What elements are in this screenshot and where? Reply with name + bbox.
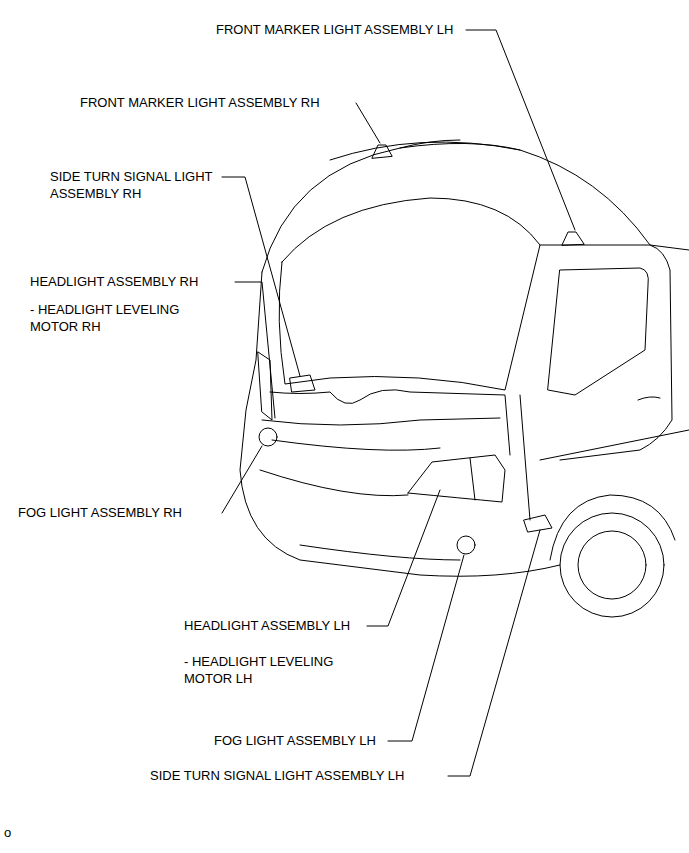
leader-line — [222, 446, 262, 513]
leader-line — [235, 282, 275, 418]
side-turn-lh — [524, 515, 552, 532]
part-label: SIDE TURN SIGNAL LIGHT ASSEMBLY LH — [150, 767, 404, 784]
part-label: SIDE TURN SIGNAL LIGHT ASSEMBLY RH — [50, 168, 240, 202]
fog-light-lh — [457, 536, 475, 554]
side-turn-rh — [290, 375, 315, 392]
leader-line — [388, 555, 464, 741]
side-window — [548, 268, 648, 395]
leader-line — [367, 490, 440, 626]
part-label: FOG LIGHT ASSEMBLY LH — [214, 732, 376, 749]
part-label: - HEADLIGHT LEVELING MOTOR RH — [30, 301, 200, 335]
roof-outline — [262, 143, 689, 272]
part-label: HEADLIGHT ASSEMBLY RH — [30, 273, 198, 290]
wheel-rim — [578, 531, 646, 599]
tire — [560, 513, 664, 617]
part-label: HEADLIGHT ASSEMBLY LH — [184, 617, 350, 634]
leader-line — [222, 177, 300, 376]
wheel-arch — [550, 495, 675, 560]
door-line — [520, 395, 689, 520]
headlight-lh-divider — [470, 458, 475, 500]
part-label: FOG LIGHT ASSEMBLY RH — [18, 504, 182, 521]
roof-line — [330, 142, 520, 160]
front-outline — [240, 272, 560, 576]
part-label: - HEADLIGHT LEVELING MOTOR LH — [184, 653, 354, 687]
marker-rh — [372, 145, 392, 158]
leader-line — [356, 103, 380, 143]
fog-light-rh — [259, 428, 277, 446]
figure-mark: o — [4, 824, 11, 841]
leader-line — [466, 30, 575, 230]
roof-seam — [400, 140, 460, 148]
bumper-lower — [300, 545, 460, 560]
marker-lh — [562, 232, 584, 245]
part-label: FRONT MARKER LIGHT ASSEMBLY RH — [80, 94, 320, 111]
door-handle — [638, 397, 660, 400]
grille-line — [262, 418, 500, 425]
part-label: FRONT MARKER LIGHT ASSEMBLY LH — [216, 21, 453, 38]
side-panel — [540, 245, 672, 460]
headlight-lh — [408, 455, 505, 502]
windshield — [279, 198, 540, 390]
hood-line — [270, 390, 510, 455]
leader-line — [448, 530, 540, 776]
